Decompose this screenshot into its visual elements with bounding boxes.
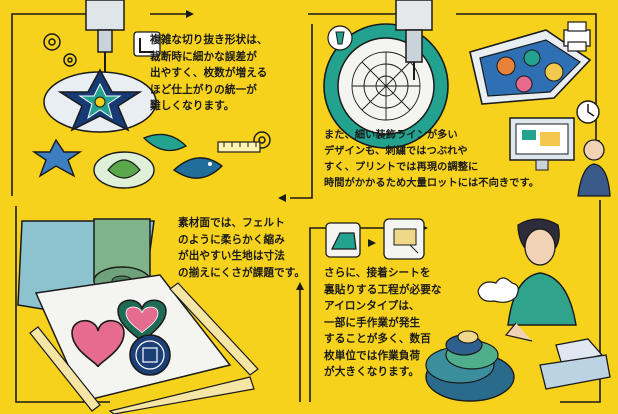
ornate-patch-icon — [469, 29, 592, 105]
printer-icon — [563, 21, 591, 52]
top-left-illustration — [31, 0, 271, 189]
monitor-icon — [509, 117, 575, 171]
star-patch-icon — [43, 68, 157, 133]
worried-worker-icon — [504, 218, 577, 342]
leaf-patch-icon — [93, 133, 188, 189]
stress-cloud-icon — [477, 277, 519, 303]
heart-patch-icon — [71, 299, 167, 368]
iron-on-table — [539, 338, 611, 390]
panel-top-right: また、細い装飾ラインが多い デザインも、刺繍ではつぶれや すく、プリントでは再現… — [310, 0, 618, 205]
bottom-right-text: さらに、接着シートを 裏貼りする工程が必要な アイロンタイプは、 一部に手作業が… — [324, 267, 442, 378]
ruler-square-icon — [133, 31, 161, 57]
clock-icon — [576, 100, 600, 124]
iron-icon — [325, 222, 361, 258]
embroidery-needle-icon — [327, 0, 433, 80]
bottom-right-illustration — [325, 218, 611, 402]
fish-patch — [172, 157, 224, 179]
panel-top-left: 複雑な切り抜き形状は、 裁断時に細かな誤差が 出やすく、枚数が増える ほど仕上が… — [0, 0, 310, 205]
bottom-left-text: 素材面では、フェルト のように柔らかく縮み が出やすい生地は寸法 の揃えにくさが… — [178, 217, 306, 279]
small-star-patch — [31, 138, 83, 178]
panel-bottom-left: 素材面では、フェルト のように柔らかく縮み が出やすい生地は寸法 の揃えにくさが… — [0, 205, 310, 414]
top-right-text: また、細い装飾ラインが多い デザインも、刺繍ではつぶれや すく、プリントでは再現… — [324, 130, 540, 189]
patch-pile-icon — [425, 330, 515, 402]
ruler-icon — [29, 282, 259, 414]
bottom-left-illustration — [17, 218, 259, 414]
round-patch-icon — [129, 334, 171, 376]
top-right-illustration — [323, 0, 611, 197]
adhesive-sheet-icon — [383, 218, 425, 260]
panel-bottom-right: さらに、接着シートを 裏貼りする工程が必要な アイロンタイプは、 一部に手作業が… — [310, 205, 618, 414]
ruler-icon — [217, 141, 261, 153]
designer-person-icon — [577, 139, 611, 197]
sewing-machine-icon — [85, 0, 125, 72]
top-left-text: 複雑な切り抜き形状は、 裁断時に細かな誤差が 出やすく、枚数が増える ほど仕上が… — [150, 34, 268, 112]
gear-icon — [43, 33, 271, 149]
play-arrow-icon — [368, 239, 376, 247]
